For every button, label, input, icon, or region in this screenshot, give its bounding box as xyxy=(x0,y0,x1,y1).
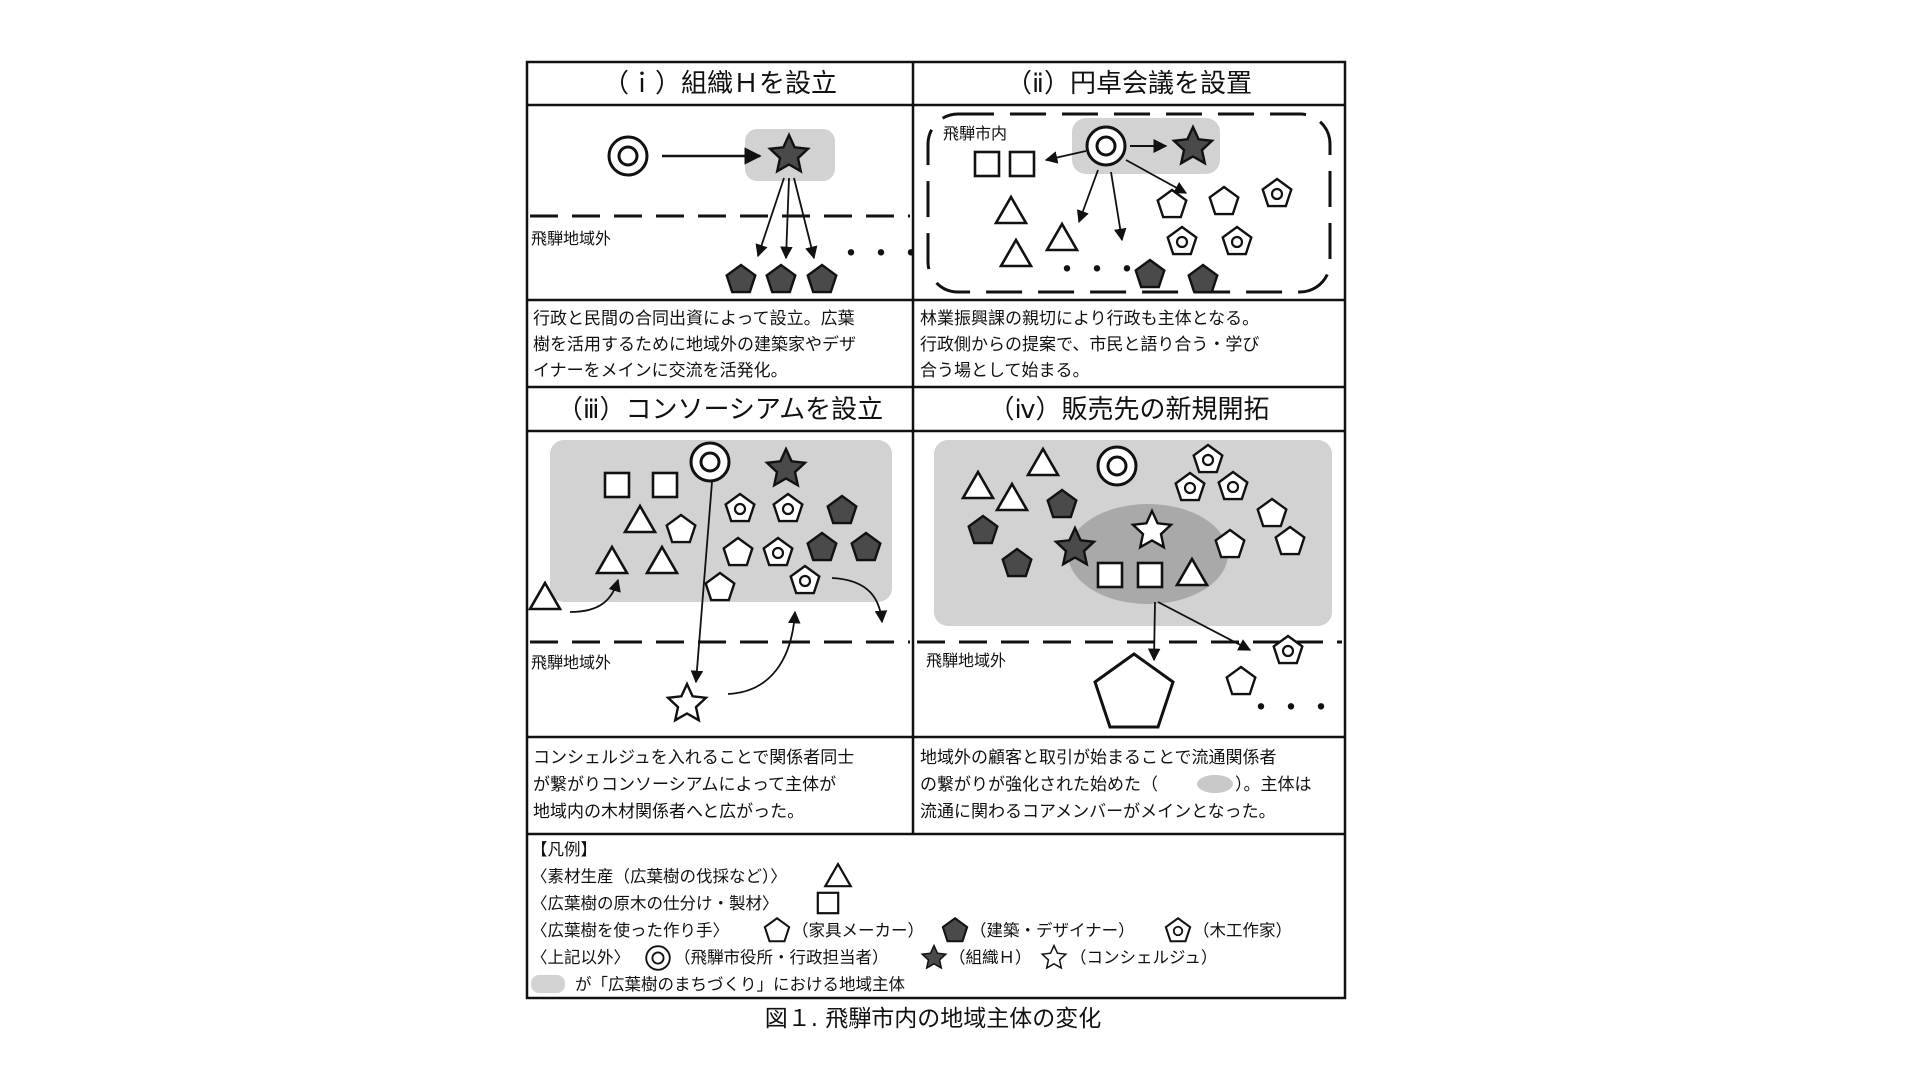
legend-city-office: （飛騨市役所・行政担当者） xyxy=(674,948,889,967)
logging-symbol xyxy=(1045,222,1079,252)
ellipsis: ・・・ xyxy=(1246,691,1336,726)
architect-symbol xyxy=(725,263,757,294)
legend-circle-pentagon-icon xyxy=(1164,917,1192,943)
legend-gray-area-icon xyxy=(531,975,565,993)
woodworker-symbol xyxy=(1261,177,1293,208)
woodworker-symbol xyxy=(1221,225,1253,256)
panel-2-diagram: 飛騨市内 ・・・ xyxy=(926,112,1332,294)
external-customer-symbol xyxy=(1093,652,1175,729)
region-label: 飛騨地域外 xyxy=(926,651,1006,670)
concierge-symbol xyxy=(666,682,708,722)
legend-outline-star-icon xyxy=(1041,944,1067,969)
desc-line: 行政側からの提案で、市民と語り合う・学び xyxy=(920,335,1259,355)
region-label: 飛騨市内 xyxy=(943,124,1007,143)
legend-furniture-maker: （家具メーカー） xyxy=(792,921,924,940)
woodworker-symbol xyxy=(1166,225,1198,256)
panel-title-2: （ⅱ）円卓会議を設置 xyxy=(1006,69,1252,99)
panel-4-description: 地域外の顧客と取引が始まることで流通関係者 の繋がりが強化された始めた（ ）。主… xyxy=(920,748,1312,822)
logging-symbol xyxy=(999,238,1033,268)
desc-line: イナーをメインに交流を活発化。 xyxy=(533,361,788,381)
city-office-symbol xyxy=(1096,445,1138,487)
desc-line: 合う場として始まる。 xyxy=(920,361,1090,381)
desc-line: 行政と民間の合同出資によって設立。広葉 xyxy=(533,309,855,329)
legend-triangle-icon xyxy=(824,862,852,888)
desc-line: 地域内の木材関係者へと広がった。 xyxy=(533,802,804,822)
legend-square-icon xyxy=(816,891,840,915)
panel-4-diagram: 飛騨地域外 ・・・ xyxy=(917,440,1342,729)
region-label: 飛騨地域外 xyxy=(531,229,611,248)
furniture-maker-symbol xyxy=(1156,188,1188,219)
region-label: 飛騨地域外 xyxy=(531,653,611,672)
legend-row-sawmill: 〈広葉樹の原木の仕分け・製材〉 xyxy=(531,894,779,913)
legend-woodworker: （木工作家） xyxy=(1193,921,1292,940)
desc-line: ）。主体は xyxy=(1235,775,1312,795)
legend-row-makers: 〈広葉樹を使った作り手〉 xyxy=(531,921,729,940)
panel-2-description: 林業振興課の親切により行政も主体となる。 行政側からの提案で、市民と語り合う・学… xyxy=(920,309,1259,381)
figure-frame xyxy=(525,60,1347,1000)
legend-organization-h: （組織Ｈ） xyxy=(949,948,1032,967)
sawmill-symbol xyxy=(603,471,631,499)
gray-ellipse-marker xyxy=(1197,775,1233,793)
panel-1-diagram: 飛騨地域外 ・・・ xyxy=(530,129,926,294)
desc-line: 地域外の顧客と取引が始まることで流通関係者 xyxy=(920,748,1277,768)
legend-row-others: 〈上記以外〉 xyxy=(531,948,630,967)
logging-symbol xyxy=(994,195,1028,225)
panel-title-1: （ｉ）組織Ｈを設立 xyxy=(603,69,837,99)
sawmill-symbol xyxy=(1096,561,1124,589)
legend-heading: 【凡例】 xyxy=(531,840,597,859)
legend-row-area: が「広葉樹のまちづくり」における地域主体 xyxy=(575,975,906,994)
desc-line: の繋がりが強化された始めた（ xyxy=(920,775,1158,795)
woodworker-symbol xyxy=(1272,634,1304,665)
city-boundary xyxy=(926,112,1332,294)
legend-concierge: （コンシェルジュ） xyxy=(1070,948,1217,967)
figure-caption: 図１. 飛騨市内の地域主体の変化 xyxy=(765,1006,1102,1032)
legend-architect: （建築・デザイナー） xyxy=(970,920,1135,940)
panel-title-3: （ⅲ）コンソーシアムを設立 xyxy=(557,395,883,425)
city-office-symbol xyxy=(1085,125,1127,167)
ellipsis: ・・・ xyxy=(1052,253,1142,288)
legend-dark-star-icon xyxy=(921,944,947,969)
legend-row-logging: 〈素材生産（広葉樹の伐採など）〉 xyxy=(531,867,787,886)
panel-3-diagram: 飛騨地域外 xyxy=(528,440,910,722)
ellipsis: ・・・ xyxy=(836,237,926,272)
panel-1-description: 行政と民間の合同出資によって設立。広葉 樹を活用するために地域外の建築家やデザ … xyxy=(533,309,856,381)
sawmill-symbol xyxy=(1136,561,1164,589)
desc-line: 流通に関わるコアメンバーがメインとなった。 xyxy=(920,802,1276,822)
architect-symbol xyxy=(1187,263,1219,294)
legend: 【凡例】 〈素材生産（広葉樹の伐採など）〉 〈広葉樹の原木の仕分け・製材〉 〈広… xyxy=(531,840,1292,994)
furniture-maker-symbol xyxy=(1208,185,1240,216)
sawmill-symbol xyxy=(651,471,679,499)
sawmill-symbol xyxy=(973,150,1001,178)
architect-symbol xyxy=(765,263,797,294)
desc-line: が繋がりコンソーシアムによって主体が xyxy=(533,775,836,795)
panel-3-description: コンシェルジュを入れることで関係者同士 が繋がりコンソーシアムによって主体が 地… xyxy=(533,748,854,822)
desc-line: 樹を活用するために地域外の建築家やデザ xyxy=(533,334,856,355)
city-office-symbol xyxy=(607,135,649,177)
city-office-symbol xyxy=(689,441,731,483)
desc-line: 林業振興課の親切により行政も主体となる。 xyxy=(920,309,1259,329)
legend-dark-pentagon-icon xyxy=(941,917,969,943)
legend-double-circle-icon xyxy=(645,945,671,971)
panel-title-4: （ⅳ）販売先の新規開拓 xyxy=(988,395,1269,425)
desc-line: コンシェルジュを入れることで関係者同士 xyxy=(533,748,854,768)
architect-symbol xyxy=(806,263,838,294)
region-highlight xyxy=(550,440,892,602)
legend-pentagon-icon xyxy=(763,917,791,943)
sawmill-symbol xyxy=(1008,150,1036,178)
